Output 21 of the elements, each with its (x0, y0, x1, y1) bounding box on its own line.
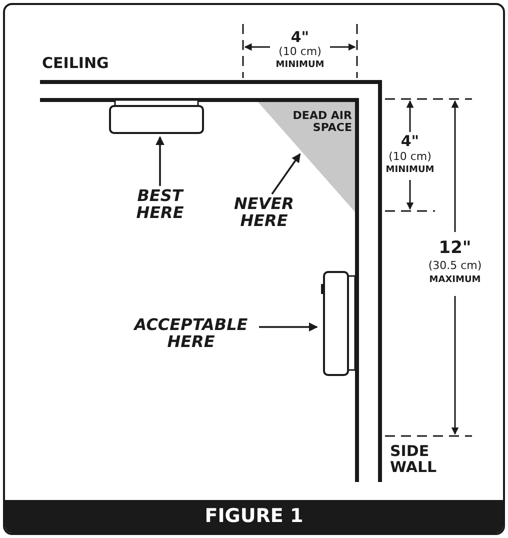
arrow (271, 153, 301, 195)
area-label: DEAD AIR SPACE (292, 110, 352, 134)
caption-bar: FIGURE 1 (5, 500, 503, 533)
dimension-value: (30.5 cm) (427, 260, 483, 272)
placement-label: ACCEPTABLE HERE (125, 317, 257, 351)
wall-label: CEILING (42, 56, 110, 72)
dimension-label: MAXIMUM (428, 276, 482, 286)
placement-label: NEVER HERE (222, 196, 306, 230)
dimension-value: 12" (438, 240, 472, 258)
dimension-value: 4" (400, 134, 420, 150)
dimension-value: 4" (290, 30, 310, 46)
dimension-label: MINIMUM (274, 61, 326, 70)
dimension-value: (10 cm) (388, 151, 432, 163)
arrow (156, 136, 164, 186)
smoke-detector-icon (321, 271, 356, 376)
dimension-label: MINIMUM (384, 166, 436, 176)
smoke-detector-icon (109, 99, 204, 134)
wall-label: SIDE WALL (390, 444, 438, 476)
arrow (259, 322, 318, 332)
placement-label: BEST HERE (120, 188, 200, 222)
dimension-value: (10 cm) (278, 46, 322, 58)
